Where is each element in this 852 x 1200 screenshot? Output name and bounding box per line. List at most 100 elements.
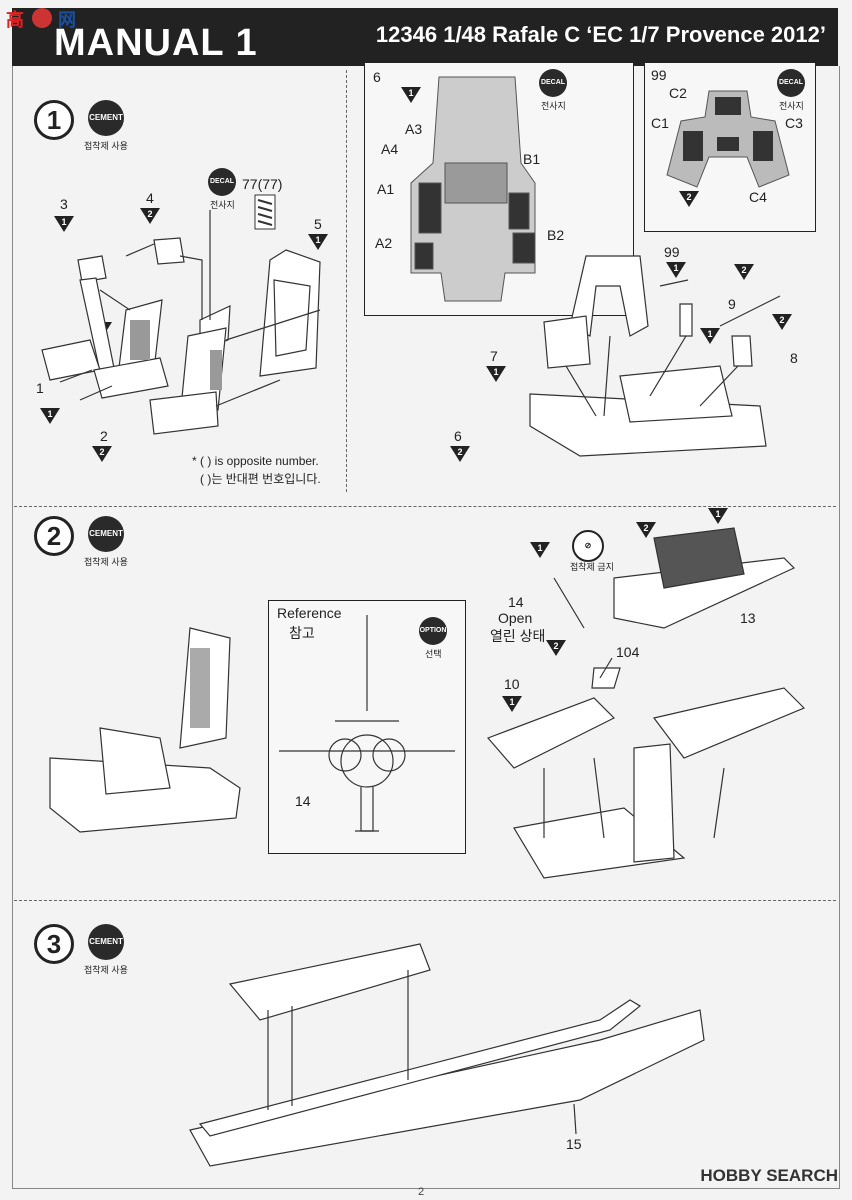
paint-marker	[40, 408, 60, 424]
step-divider-1	[14, 506, 836, 507]
part-label-14: 14	[508, 594, 524, 610]
step1-decal-icon: DECAL	[208, 168, 236, 196]
paint-marker-number: 2	[686, 192, 692, 202]
paint-marker-number: 1	[61, 217, 67, 227]
fuselage-assembly-drawing	[189, 943, 705, 1167]
paint-marker	[530, 542, 550, 558]
paint-marker	[708, 508, 728, 524]
decal-label-c4: C4	[749, 189, 767, 205]
paint-marker	[700, 328, 720, 344]
svg-text:高: 高	[6, 9, 24, 31]
paint-marker-number: 1	[707, 329, 713, 339]
no-cement-icon: ⊘	[572, 530, 604, 562]
paint-marker-number: 1	[715, 509, 721, 519]
assembly-label-7: 7	[490, 348, 498, 364]
paint-marker-number: 2	[741, 265, 747, 275]
paint-marker	[679, 191, 699, 207]
paint-marker	[734, 264, 754, 280]
opposite-number-note-kr: ( )는 반대편 번호입니다.	[200, 472, 321, 486]
paint-marker-number: 2	[779, 315, 785, 325]
paint-marker-number: 1	[673, 263, 679, 273]
step3-number: 3	[34, 924, 74, 964]
option-label: 선택	[425, 649, 442, 659]
instrument-decal-icon: DECAL	[777, 69, 805, 97]
part-label-15: 15	[566, 1136, 582, 1152]
cockpit-decal-sub: 전사지	[541, 101, 566, 111]
paint-marker-number: 1	[408, 88, 414, 98]
reference-title: Reference	[277, 605, 342, 621]
part-label-3: 3	[60, 196, 68, 212]
decal-number-77: 77(77)	[242, 176, 283, 192]
paint-marker	[666, 262, 686, 278]
step1-divider-vertical	[346, 70, 347, 492]
part-label-13: 13	[740, 610, 756, 626]
paint-marker-number: 2	[147, 209, 153, 219]
decal-label-a2: A2	[375, 235, 393, 251]
page-title: MANUAL 1	[54, 22, 258, 64]
open-label-kr: 열린 상태	[490, 628, 546, 644]
instrument-decal-box: 99 DECAL 전사지 C2 C1 C3 C4 2	[644, 62, 816, 232]
ejection-seat-drawing	[41, 210, 321, 435]
decal-label-c3: C3	[785, 115, 803, 131]
svg-text:网: 网	[58, 10, 76, 31]
decal-label-a1: A1	[377, 181, 395, 197]
paint-marker	[140, 208, 160, 224]
paint-marker-number: 2	[643, 523, 649, 533]
model-title: 12346 1/48 Rafale C ‘EC 1/7 Provence 201…	[375, 22, 826, 47]
instrument-part-number: 99	[651, 67, 667, 83]
step2-cement-icon: CEMENT	[88, 516, 124, 552]
cockpit-part-number: 6	[373, 69, 381, 85]
part-label-4: 4	[146, 190, 154, 206]
decal-label-b1: B1	[523, 151, 541, 167]
step1-cement-icon: CEMENT	[88, 100, 124, 136]
aircraft-front-view-drawing	[279, 615, 455, 832]
decal-label-b2: B2	[547, 227, 565, 243]
step2-number: 2	[34, 516, 74, 556]
paint-marker	[502, 696, 522, 712]
no-cement-label: 접착제 금지	[570, 562, 614, 572]
paint-marker-number: 1	[537, 543, 543, 553]
part-label-104: 104	[616, 644, 640, 660]
paint-marker	[401, 87, 421, 103]
step3-cement-icon: CEMENT	[88, 924, 124, 960]
reference-box: Reference 참고 OPTION 선택 14	[268, 600, 466, 854]
step-divider-2	[14, 900, 836, 901]
page-frame	[12, 66, 840, 1189]
step3-cement-label: 접착제 사용	[84, 965, 128, 975]
reference-part-14: 14	[295, 793, 311, 809]
part-label-10: 10	[504, 676, 520, 692]
paint-marker	[486, 366, 506, 382]
decal-strip-icon	[254, 194, 276, 230]
paint-marker-number: 2	[553, 641, 559, 651]
paint-marker	[54, 216, 74, 232]
open-label: Open	[498, 610, 533, 626]
reference-title-kr: 참고	[289, 625, 315, 641]
page-number: 2	[418, 1186, 425, 1198]
paint-marker	[772, 314, 792, 330]
decal-label-a3: A3	[405, 121, 423, 137]
assembly-label-6: 6	[454, 428, 462, 444]
cockpit-tub-drawing	[410, 76, 536, 302]
hobby-search-watermark: HOBBY SEARCH	[700, 1166, 838, 1185]
paint-marker-number: 1	[315, 235, 321, 245]
paint-marker-number: 1	[509, 697, 515, 707]
canopy-assembly-drawing	[486, 527, 806, 879]
paint-marker-number: 2	[99, 447, 105, 457]
option-icon: OPTION	[419, 617, 447, 645]
cockpit-assembly-drawing	[529, 255, 781, 457]
decal-label-a4: A4	[381, 141, 399, 157]
part-label-5: 5	[314, 216, 322, 232]
step1-decal-sub: 전사지	[210, 200, 235, 210]
decal-label-c2: C2	[669, 85, 687, 101]
watermark-logo-icon: 高 网	[6, 8, 76, 31]
part-label-2: 2	[100, 428, 108, 444]
paint-marker-number: 2	[457, 447, 463, 457]
cockpit-decal-icon: DECAL	[539, 69, 567, 97]
instrument-decal-sub: 전사지	[779, 101, 804, 111]
seat-in-cockpit-drawing	[49, 627, 241, 833]
part-label-1: 1	[36, 380, 44, 396]
opposite-number-note: * ( ) is opposite number.	[192, 454, 319, 468]
paint-marker	[546, 640, 566, 656]
header-bar: MANUAL 1 12346 1/48 Rafale C ‘EC 1/7 Pro…	[12, 8, 838, 66]
paint-marker	[450, 446, 470, 462]
